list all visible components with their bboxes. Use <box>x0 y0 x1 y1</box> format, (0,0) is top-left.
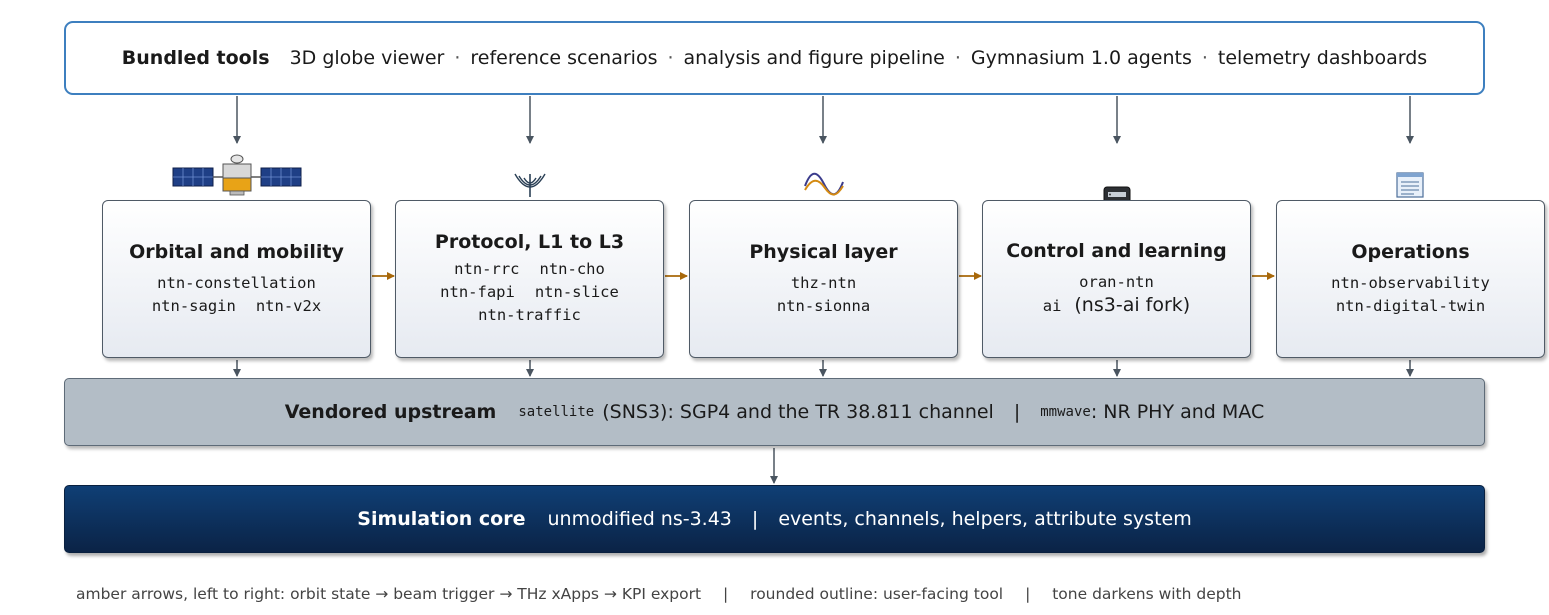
package-name: thz-ntn <box>790 273 857 292</box>
tool-separator: · <box>454 47 461 69</box>
package-note: (ns3-ai fork) <box>1074 294 1191 316</box>
module-line: ntn-fapi ntn-slice <box>440 281 619 304</box>
legend-divider: | <box>723 585 729 603</box>
legend-tone: tone darkens with depth <box>1052 585 1242 603</box>
satellite-module-text: (SNS3): SGP4 and the TR 38.811 channel <box>602 401 994 423</box>
core-version: unmodified ns-3.43 <box>547 508 732 530</box>
tool-separator: · <box>667 47 674 69</box>
antenna-icon <box>514 173 546 197</box>
package-name: ntn-sagin <box>151 296 236 315</box>
module-line: ntn-digital-twin <box>1336 295 1485 318</box>
waveform-icon <box>804 172 844 196</box>
package-name: ai <box>1042 297 1062 315</box>
package-name: ntn-sionna <box>776 296 871 315</box>
module-line: ntn-sionna <box>777 295 870 318</box>
module-title: Orbital and mobility <box>129 240 344 263</box>
legend-caption: amber arrows, left to right: orbit state… <box>76 585 1242 603</box>
module-line: thz-ntn <box>791 272 856 295</box>
bundled-tools-label: Bundled tools <box>121 47 270 69</box>
module-line: ntn-rrc ntn-cho <box>454 258 605 281</box>
module-physical-layer: Physical layer thz-ntn ntn-sionna <box>689 200 958 358</box>
mmwave-module-code: mmwave <box>1040 404 1091 420</box>
module-title: Protocol, L1 to L3 <box>434 231 625 253</box>
package-name: ntn-constellation <box>157 273 316 292</box>
module-operations: Operations ntn-observability ntn-digital… <box>1276 200 1545 358</box>
satellite-module-code: satellite <box>518 404 595 420</box>
package-name: ntn-v2x <box>255 296 322 315</box>
satellite-icon <box>172 154 302 196</box>
legend-divider: | <box>1025 585 1031 603</box>
document-icon <box>1396 172 1424 198</box>
package-name: ntn-digital-twin <box>1335 296 1486 315</box>
vendored-upstream-bar: Vendored upstream satellite (SNS3): SGP4… <box>64 378 1485 446</box>
module-title: Operations <box>1351 240 1470 263</box>
package-name: ntn-traffic <box>478 306 581 324</box>
package-name: ntn-observability <box>1331 273 1490 292</box>
legend-rounded-outline: rounded outline: user-facing tool <box>750 585 1004 603</box>
core-label: Simulation core <box>357 508 526 530</box>
legend-amber-arrows: amber arrows, left to right: orbit state… <box>76 585 702 603</box>
package-name: oran-ntn <box>1079 273 1154 291</box>
module-line: ai (ns3-ai fork) <box>1043 294 1190 318</box>
core-divider: | <box>751 508 759 530</box>
tool-item: Gymnasium 1.0 agents <box>970 47 1192 69</box>
module-line: ntn-observability <box>1331 272 1490 295</box>
module-title: Control and learning <box>1006 240 1227 262</box>
module-title: Physical layer <box>749 240 898 263</box>
package-name: ntn-fapi <box>440 283 515 301</box>
module-line: ntn-constellation <box>157 272 316 295</box>
package-name: ntn-cho <box>539 260 605 278</box>
vendored-divider: | <box>1013 401 1021 423</box>
mmwave-module-text: : NR PHY and MAC <box>1090 401 1265 423</box>
module-control-learning: Control and learning oran-ntn ai (ns3-ai… <box>982 200 1251 358</box>
tool-separator: · <box>1201 47 1208 69</box>
package-name: ntn-rrc <box>454 260 520 278</box>
tool-item: analysis and figure pipeline <box>683 47 945 69</box>
module-protocol: Protocol, L1 to L3 ntn-rrc ntn-cho ntn-fa… <box>395 200 664 358</box>
tool-item: reference scenarios <box>470 47 658 69</box>
module-line: ntn-sagin ntn-v2x <box>152 295 321 318</box>
simulation-core-bar: Simulation core unmodified ns-3.43 | eve… <box>64 485 1485 553</box>
package-name: ntn-slice <box>534 283 619 301</box>
module-orbital-mobility: Orbital and mobility ntn-constellation n… <box>102 200 371 358</box>
module-line: ntn-traffic <box>478 304 581 327</box>
tool-item: 3D globe viewer <box>289 47 445 69</box>
vendored-label: Vendored upstream <box>284 401 497 423</box>
core-features: events, channels, helpers, attribute sys… <box>778 508 1192 530</box>
bundled-tools-bar: Bundled tools 3D globe viewer · referenc… <box>64 21 1485 95</box>
module-line: oran-ntn <box>1079 271 1154 294</box>
tool-separator: · <box>954 47 961 69</box>
tool-item: telemetry dashboards <box>1217 47 1428 69</box>
